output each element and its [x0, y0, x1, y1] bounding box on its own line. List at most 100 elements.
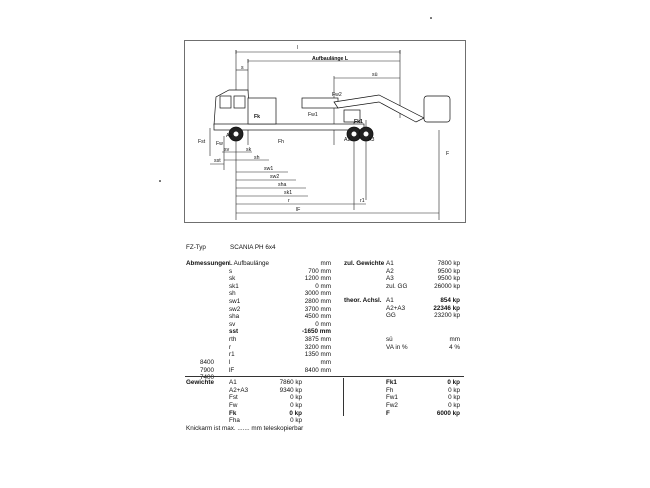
- dim-sk: sk: [246, 147, 252, 153]
- abm-value: -1650 mm: [301, 328, 331, 336]
- gewr-name: Fw1: [386, 394, 398, 402]
- gew-value: 7860 kp: [279, 379, 302, 386]
- abm-row: s 700 mm: [229, 268, 331, 276]
- theor-value: 22346 kp: [433, 304, 460, 312]
- dim-sh: sh: [254, 155, 260, 161]
- fz-typ-label: FZ-Typ: [186, 244, 206, 251]
- part-fh: Fh: [278, 139, 284, 145]
- gewr-row: Fk1 0 kp: [386, 379, 460, 387]
- zul-value: 9500 kp: [437, 267, 460, 275]
- abm-extra-prefix: 8400: [200, 359, 215, 366]
- abm-name: sv: [229, 320, 236, 328]
- gewr-value: 6000 kp: [436, 409, 460, 417]
- gewr-name: F: [386, 409, 390, 417]
- gew-value: 0 kp: [289, 409, 302, 417]
- dim-lF: lF: [296, 207, 300, 213]
- gewichte-column-divider: [343, 378, 344, 416]
- abm-name: sw2: [229, 305, 241, 313]
- su-row: VA in %4 %: [386, 344, 460, 352]
- su-name: sü: [386, 336, 393, 343]
- zul-row: zul. GG 26000 kp: [386, 283, 460, 291]
- abm-extra-value: 8400 mm: [304, 366, 331, 374]
- zul-name: A1: [386, 260, 394, 267]
- dim-r1: r1: [360, 198, 365, 204]
- gew-row: Fst 0 kp: [229, 394, 302, 402]
- abm-name: L Aufbaulänge: [229, 260, 270, 267]
- abm-name: rth: [229, 335, 237, 343]
- abm-value: 700 mm: [308, 267, 331, 275]
- abm-value: 3875 mm: [304, 335, 331, 343]
- gew-value: 0 kp: [290, 402, 302, 410]
- abm-value: 2800 mm: [304, 297, 331, 305]
- abm-name: sw1: [229, 297, 241, 305]
- gewr-name: Fh: [386, 386, 394, 394]
- zul-value: 9500 kp: [437, 275, 460, 283]
- abm-name: sha: [229, 313, 240, 321]
- abm-row: sw1 2800 mm: [229, 298, 331, 306]
- section-divider: [185, 376, 464, 377]
- zul-name: zul. GG: [386, 282, 408, 290]
- gewr-name: Fw2: [386, 402, 398, 410]
- gew-name: A1: [229, 379, 237, 386]
- abm-name: s: [229, 267, 233, 275]
- gewr-row: Fh 0 kp: [386, 387, 460, 395]
- abm-value: 3000 mm: [304, 290, 331, 298]
- theor-name: GG: [386, 312, 396, 320]
- gew-name: Fk: [229, 409, 237, 417]
- truck-crane-dimension-diagram: l Aufbaulänge L s sü Fst A1 Fw Fk Fh Fw1…: [184, 40, 466, 223]
- part-fw1: Fw1: [308, 112, 318, 118]
- scan-speck: [430, 17, 432, 19]
- diagram-frame: [184, 40, 466, 223]
- theor-name: A2+A3: [386, 304, 406, 312]
- theor-row: A2+A3 22346 kp: [386, 305, 460, 313]
- zul-value: 26000 kp: [434, 282, 460, 290]
- dim-sk1: sk1: [284, 190, 292, 196]
- gew-row: Fk 0 kp: [229, 410, 302, 418]
- gewr-value: 0 kp: [448, 386, 460, 394]
- footer-note: Knickarm ist max. ....... mm teleskopier…: [186, 425, 304, 432]
- dim-aufbaulaenge: Aufbaulänge L: [312, 56, 349, 62]
- gew-value: 0 kp: [290, 394, 302, 402]
- part-a3: A3: [368, 137, 374, 143]
- abm-extra-row: 7400: [200, 374, 331, 382]
- dim-l: l: [297, 45, 298, 51]
- abm-name: sh: [229, 290, 236, 298]
- abm-name: r: [229, 343, 232, 351]
- part-a2: A2: [344, 137, 350, 143]
- abm-extra-name: lF: [229, 366, 235, 374]
- abm-row: sh 3000 mm: [229, 290, 331, 298]
- su-name: VA in %: [386, 343, 408, 351]
- dim-sv: sv: [224, 147, 230, 153]
- dim-sst: sst: [214, 158, 221, 164]
- part-fst: Fst: [198, 139, 206, 145]
- gewr-row: F 6000 kp: [386, 410, 460, 418]
- theor-name: A1: [386, 297, 394, 304]
- part-fk1: Fk1: [354, 119, 363, 125]
- abm-value: 1200 mm: [304, 275, 331, 283]
- theor-value: 854 kp: [440, 297, 460, 304]
- gewr-name: Fk1: [386, 379, 397, 386]
- dim-sw2: sw2: [270, 174, 279, 180]
- gewr-value: 0 kp: [447, 379, 460, 386]
- gew-name: Fst: [229, 394, 238, 402]
